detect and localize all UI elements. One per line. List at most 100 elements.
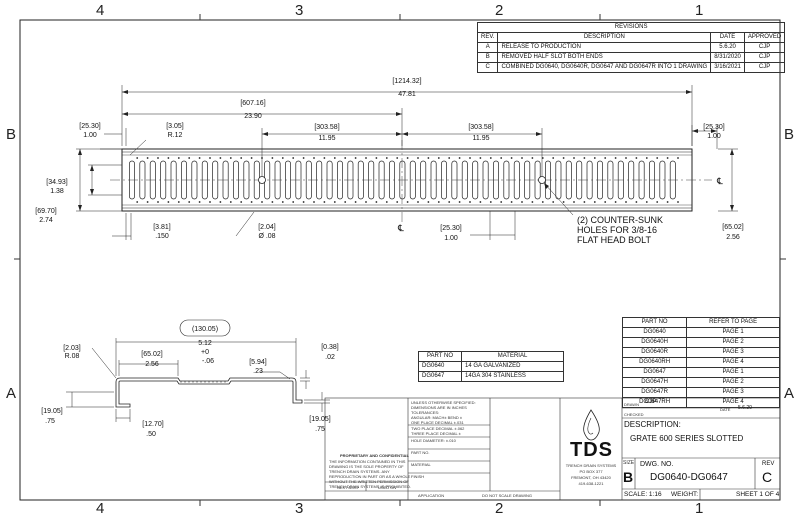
sheet-value: SHEET 1 OF 4 [736,491,780,498]
table-row: B REMOVED HALF SLOT BOTH ENDS 8/31/2020 … [476,52,786,63]
grate-height-mm: [65.02] [722,224,743,231]
hole-diameter-in: Ø .08 [258,233,275,240]
perforation-dot [229,157,232,159]
parts-cell: PAGE 2 [686,377,780,388]
section-radius-in: R.08 [65,353,80,360]
rev-header: DATE [710,32,745,43]
perforation-dot [146,157,149,159]
perforation-dot [614,201,617,203]
parts-cell: PAGE 3 [686,347,780,358]
company-line: PO BOX 377 [579,469,603,474]
table-row: C COMBINED DG0640, DG0640R, DG0647 AND D… [476,62,786,73]
company-line: FREMONT, OH 43420 [571,475,611,480]
grate-slot [212,160,219,200]
proprietary-line: DRAWING IS THE SOLE PROPERTY OF [329,464,404,469]
perforation-dot [469,157,471,159]
perforation-dot [427,201,430,203]
perforation-dot [281,157,284,159]
section-overall-in: 5.12 [198,340,212,347]
rev-label: REV [762,461,775,467]
water-drop-icon [583,409,600,441]
slot-length-mm: [34.93] [46,179,67,186]
perforation-dot [437,201,440,203]
dwg-no-label: DWG. NO. [640,461,674,468]
rev-cell: B [476,52,499,63]
revisions-table: REVISIONS REV. DESCRIPTION DATE APPROVED… [476,22,786,73]
perforation-dot [292,201,295,203]
zone-label-bottom: 1 [695,500,704,517]
section-leg-right-in: .75 [315,426,325,433]
grate-slot [337,160,343,200]
hole-diameter-mm: [2.04] [258,224,276,231]
date-label: DATE [720,407,731,412]
perforation-dot [583,157,586,159]
section-dimension-lines [66,338,330,422]
perforation-dot [427,157,430,159]
perforation-dot [552,201,555,203]
perforation-dot [323,157,326,159]
grate-slot [607,160,614,200]
section-thickness-in: .02 [325,354,335,361]
perforation-dot [188,201,191,203]
perforation-dot [417,157,419,159]
material-cell: 14GA 304 STAINLESS [461,371,564,382]
size-value: B [623,469,634,485]
rev-header: APPROVED [743,32,786,43]
perforation-dot [198,157,201,159]
rev-cell: 5.6.20 [710,42,745,53]
perforation-dot [448,201,451,203]
perforation-dot [302,201,305,203]
perforation-dot [261,201,263,203]
tolerance-line: THREE PLACE DECIMAL ± [411,431,461,436]
half-length-mm: [607.16] [240,100,265,107]
rev-cell: A [476,42,499,53]
zone-label-top: 4 [96,2,105,19]
material-header: MATERIAL [461,351,564,362]
rev-cell: CJP [743,42,786,53]
bolt-offset-in: 1.00 [444,235,458,242]
table-row: A RELEASE TO PRODUCTION 5.6.20 CJP [476,42,786,53]
perforation-dot [177,201,180,203]
perforation-dot [292,157,295,159]
rev-value: C [762,469,773,485]
perforation-dot [521,201,523,203]
perforation-dot [385,201,388,203]
perforation-dot [396,157,399,159]
perforation-dot [146,201,149,203]
perforation-dot [177,157,180,159]
perforation-dot [573,201,575,203]
weight-label: WEIGHT: [671,491,699,498]
perforation-dot [541,157,544,159]
proprietary-line: THE INFORMATION CONTAINED IN THIS [329,459,406,464]
do-not-scale-label: DO NOT SCALE DRAWING [482,493,533,498]
parts-cell: DG0640R [621,347,688,358]
material-cell: 14 GA GALVANIZED [461,361,564,372]
parts-cell: PAGE 1 [686,367,780,378]
perforation-dot [157,157,159,159]
parts-cell: PAGE 1 [686,327,780,338]
table-row: DG0647 14GA 304 STAINLESS [418,371,564,382]
perforation-dot [167,201,170,203]
perforation-dot [437,157,440,159]
perforation-dot [157,201,159,203]
perforation-dot [323,201,326,203]
overall-length-mm: [1214.32] [392,78,421,85]
grate-width-mm: [69.70] [35,208,56,215]
centerline-symbol: ℄ [397,223,404,233]
grate-slot [409,160,416,200]
slot-pitch-mm: [3.81] [153,224,171,231]
perforation-dot [240,201,243,203]
material-table: PART NO MATERIAL DG0640 14 GA GALVANIZED… [418,351,564,382]
perforation-dot [458,157,461,159]
perforation-dot [344,157,347,159]
perforation-dot [167,157,170,159]
parts-header: PART NO [621,317,688,328]
parts-cell: DG0647RH [621,397,688,408]
perforation-dot [198,201,201,203]
perforation-dot [302,157,305,159]
revisions-title: REVISIONS [476,22,786,33]
bolt-note-line-1: (2) COUNTER-SUNK [577,215,663,225]
